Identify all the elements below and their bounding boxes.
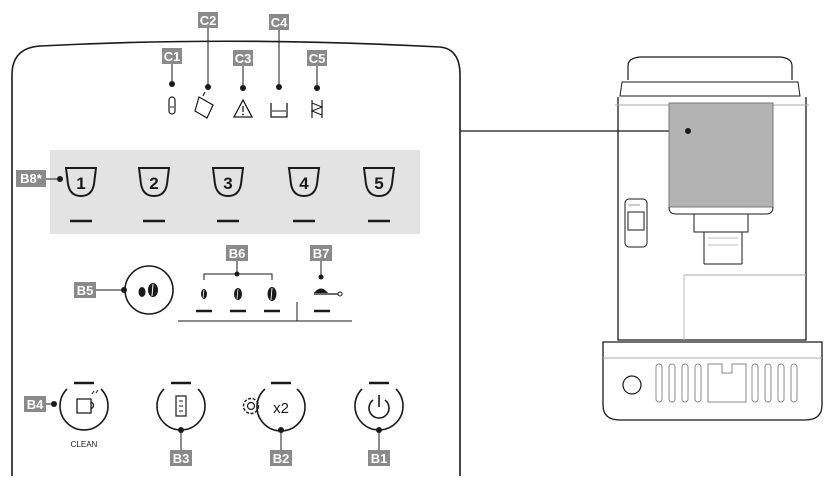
- cup-button-1-label: 1: [76, 174, 85, 193]
- clean-jug-icon: [76, 389, 99, 414]
- double-shot-button[interactable]: x2 B2: [242, 381, 306, 466]
- clean-button[interactable]: B4 CLEAN: [24, 381, 109, 449]
- water-hardness-icon: [168, 96, 176, 115]
- tag-b1: B1: [371, 451, 388, 466]
- panel-outline: [11, 40, 461, 476]
- power-button[interactable]: B1: [354, 381, 404, 466]
- settings-gear-icon: [242, 397, 260, 415]
- bean-icon: [234, 288, 242, 300]
- cup-buttons-group: B8* 1 2 3 4: [16, 167, 396, 223]
- warning-triangle-icon: [232, 98, 254, 118]
- coffee-beans-icon: [138, 283, 158, 297]
- tag-b2: B2: [273, 451, 290, 466]
- cup-button-5-label: 5: [374, 174, 383, 193]
- bean-icon: [201, 289, 207, 299]
- tag-b8: B8*: [20, 171, 43, 186]
- aroma-levels: B6: [178, 245, 352, 322]
- tag-b5: B5: [77, 283, 94, 298]
- pre-ground-spoon-icon: [314, 288, 343, 297]
- clean-label: CLEAN: [71, 440, 98, 449]
- x2-label: x2: [273, 400, 289, 417]
- tag-c5: C5: [309, 51, 326, 66]
- coffee-machine-illustration: [602, 56, 823, 421]
- tag-c4: C4: [271, 15, 288, 30]
- aroma-button[interactable]: B5: [74, 265, 174, 315]
- aroma-level-3: [264, 287, 280, 313]
- power-icon: [368, 395, 390, 419]
- tag-b4: B4: [27, 397, 44, 412]
- status-icon-c5: C5: [307, 50, 327, 118]
- status-icon-c2: C2: [194, 12, 218, 119]
- grounds-container-icon: [270, 103, 288, 118]
- drip-tray-grid: [655, 363, 798, 403]
- ground-coffee-indicator: B7: [310, 245, 343, 313]
- aroma-level-1: [196, 289, 212, 313]
- descale-icon: [194, 91, 214, 119]
- status-icon-c3: C3: [232, 50, 254, 118]
- filter-icon: [310, 100, 324, 118]
- tag-c1: C1: [164, 49, 181, 64]
- status-icon-c4: C4: [269, 14, 289, 118]
- aroma-level-2: [230, 288, 246, 313]
- cup-button-1[interactable]: 1: [64, 167, 98, 223]
- cup-button-4-label: 4: [299, 174, 309, 193]
- control-panel: C1 C2 C3: [11, 12, 461, 476]
- tag-b7: B7: [313, 246, 330, 261]
- cup-button-3[interactable]: 3: [211, 167, 245, 223]
- cup-button-4[interactable]: 4: [287, 167, 321, 223]
- water-quantity-icon: [175, 395, 187, 417]
- tag-c3: C3: [235, 51, 252, 66]
- tag-b3: B3: [173, 451, 190, 466]
- water-quantity-button[interactable]: B3: [156, 381, 206, 466]
- status-icon-c1: C1: [162, 48, 182, 115]
- cup-button-2[interactable]: 2: [137, 167, 171, 223]
- cup-button-3-label: 3: [223, 174, 232, 193]
- cup-button-5[interactable]: 5: [362, 167, 396, 223]
- bean-icon: [267, 287, 277, 301]
- machine-screen: [668, 102, 774, 208]
- cup-button-2-label: 2: [149, 174, 158, 193]
- tag-b6: B6: [229, 246, 246, 261]
- tag-c2: C2: [200, 13, 217, 28]
